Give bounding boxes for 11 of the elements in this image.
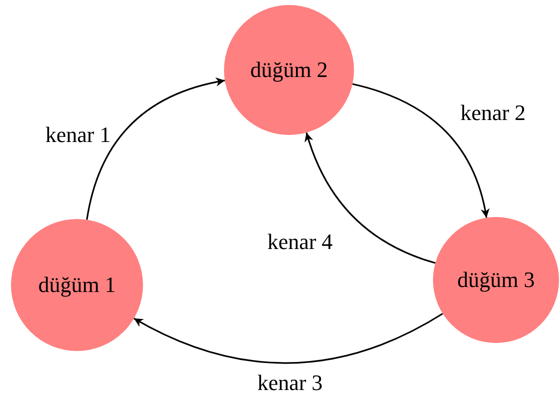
- node-label: düğüm 1: [38, 272, 116, 298]
- arrow: [304, 132, 436, 264]
- arrow: [134, 312, 444, 364]
- arrow: [352, 83, 490, 218]
- edge-label: kenar 2: [460, 100, 526, 126]
- node-label: düğüm 3: [457, 267, 535, 293]
- arrow: [86, 78, 225, 220]
- node-label: düğüm 2: [250, 57, 328, 83]
- edge-label: kenar 1: [45, 122, 111, 148]
- edge-label: kenar 4: [267, 229, 333, 255]
- edge-label: kenar 3: [257, 370, 323, 396]
